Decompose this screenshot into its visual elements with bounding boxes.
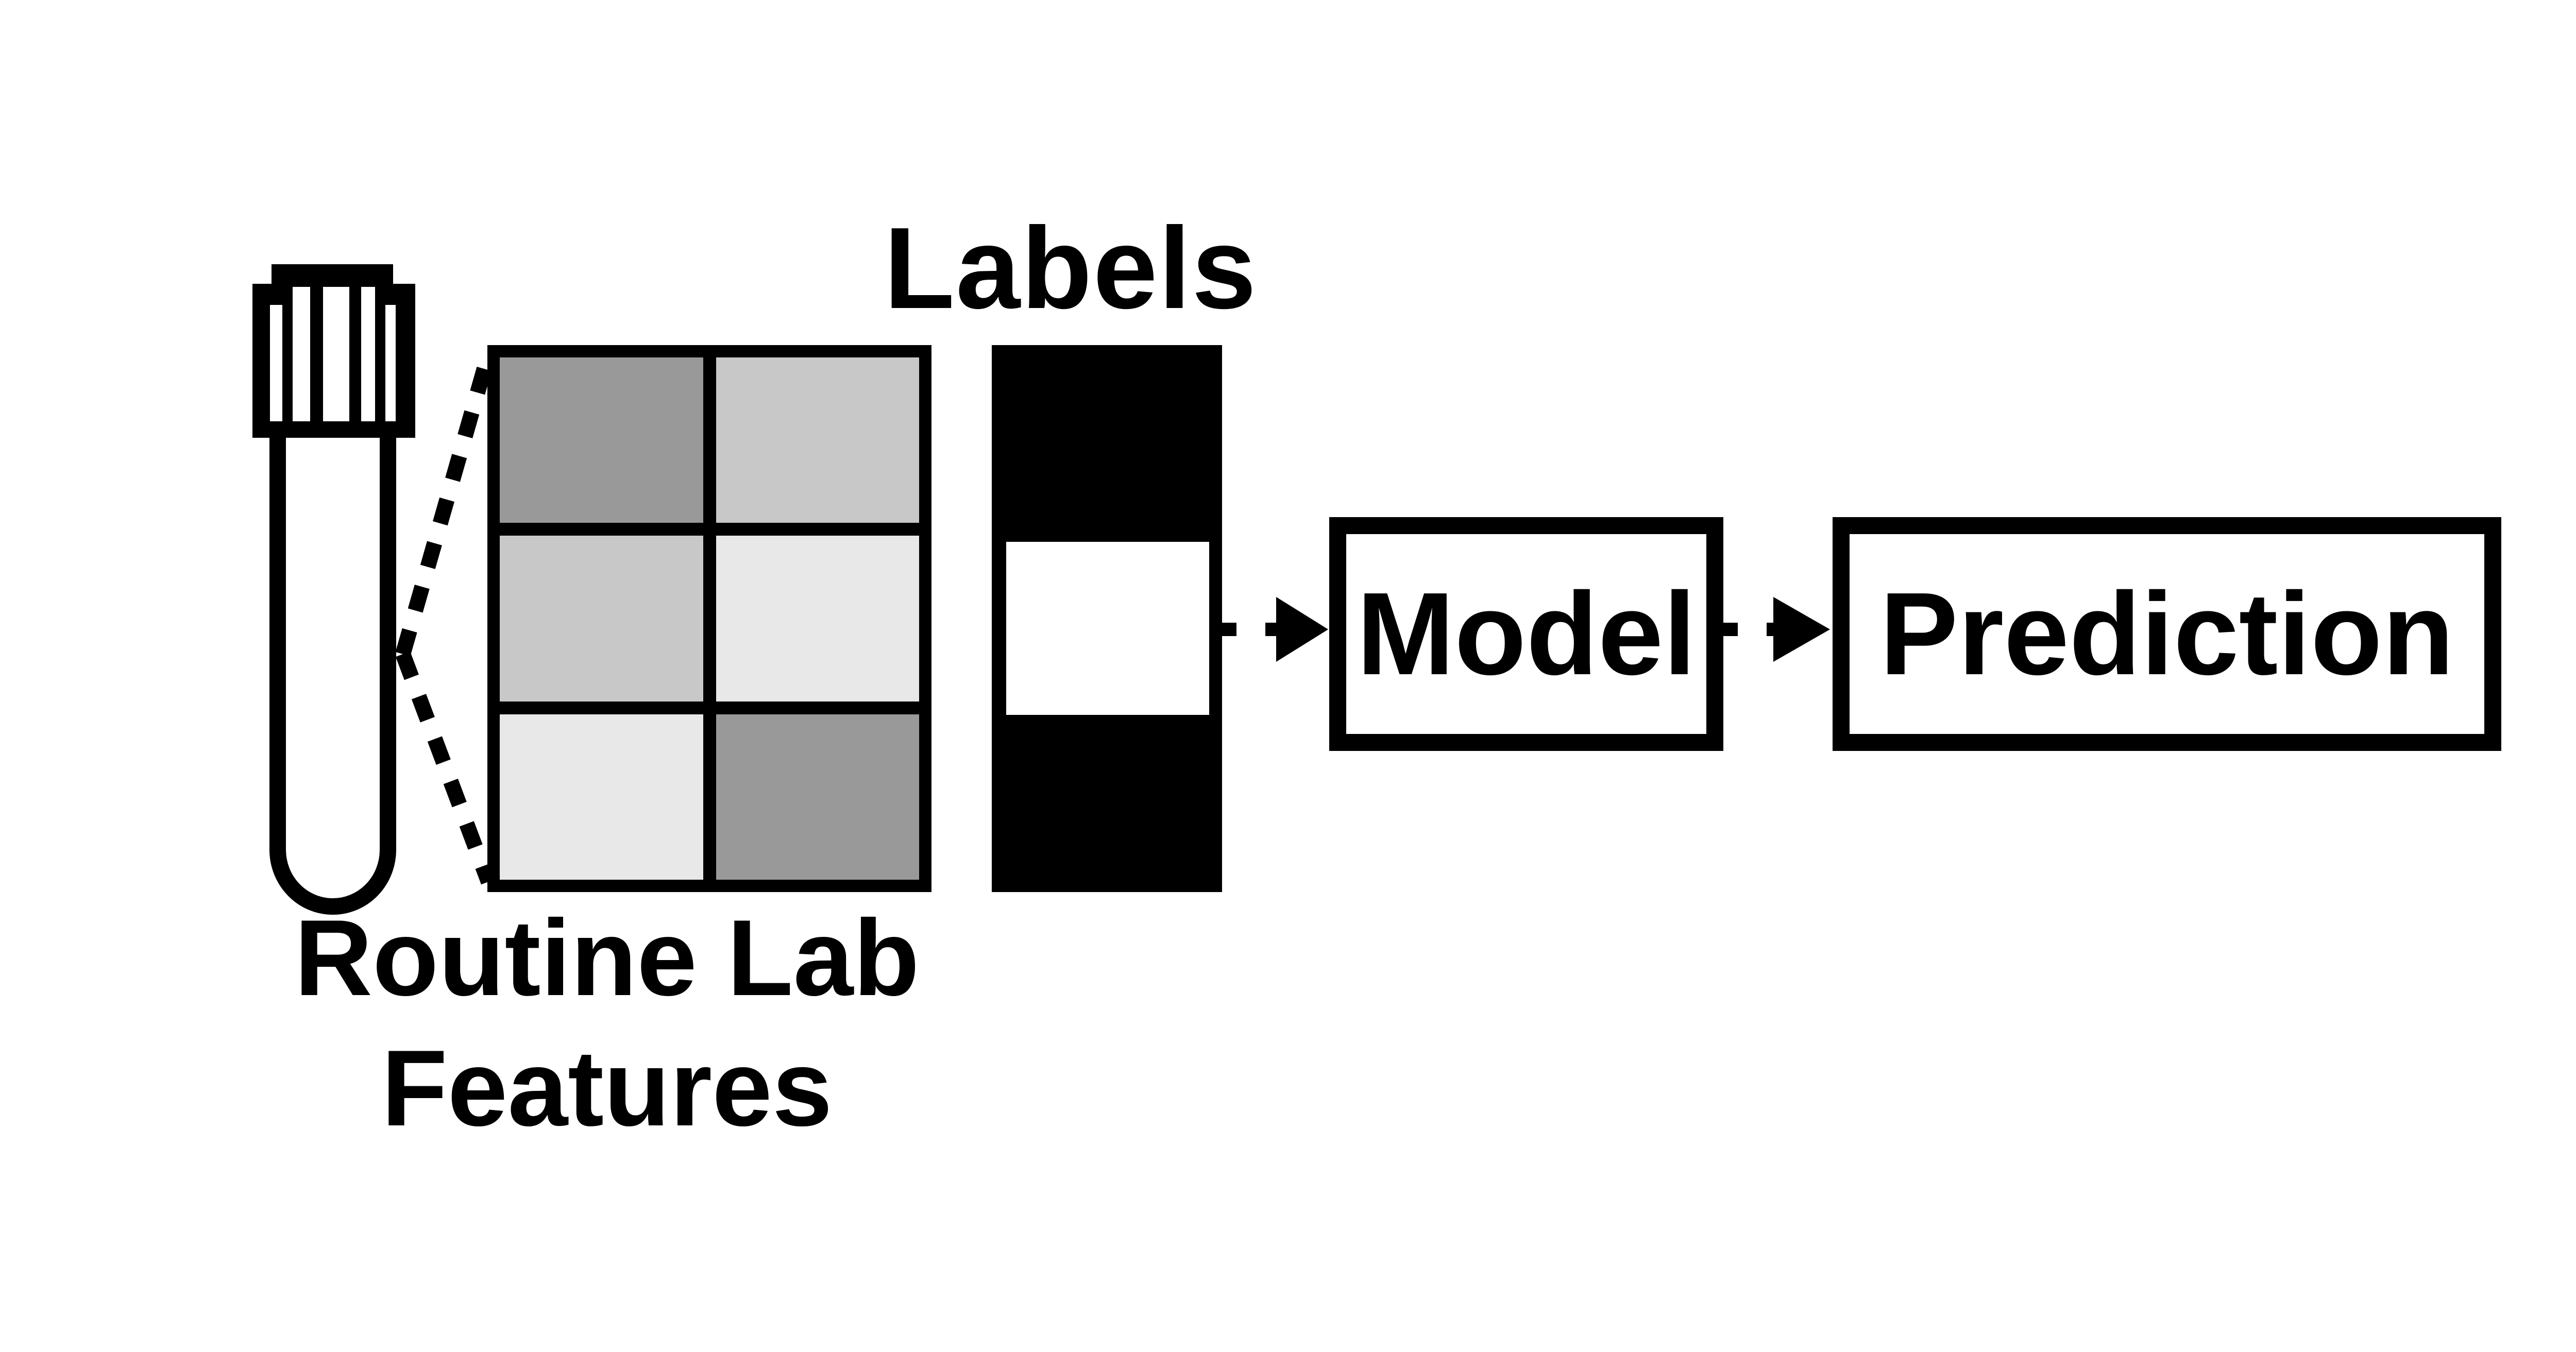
test-tube-icon — [252, 264, 415, 915]
features-caption: Routine Lab Features — [294, 893, 919, 1153]
matrix-cell — [500, 357, 703, 523]
labels-title: Labels — [884, 203, 1258, 333]
test-tube-body — [269, 433, 396, 915]
model-box-label: Model — [1357, 569, 1696, 699]
matrix-cell — [716, 714, 919, 880]
prediction-box-label: Prediction — [1879, 569, 2454, 699]
labels-column — [992, 345, 1222, 892]
label-segment — [1006, 715, 1209, 892]
flow-arrow-model-to-prediction — [1723, 597, 1830, 662]
expansion-dashed-line-bottom — [395, 651, 496, 885]
matrix-cell — [500, 536, 703, 701]
matrix-cell — [716, 536, 919, 701]
expansion-dashed-line-top — [395, 352, 496, 657]
model-box: Model — [1329, 517, 1723, 751]
matrix-cell — [500, 714, 703, 880]
features-caption-line2: Features — [381, 1028, 833, 1149]
label-segment — [1006, 345, 1209, 542]
expansion-dashed-lines — [395, 352, 496, 885]
features-caption-line1: Routine Lab — [294, 897, 920, 1018]
flow-arrow-labels-to-model — [1222, 597, 1328, 662]
right-arrowhead-icon — [1773, 597, 1830, 662]
label-segment — [1006, 542, 1209, 715]
prediction-box: Prediction — [1833, 517, 2501, 751]
test-tube-cap — [252, 264, 415, 438]
feature-matrix — [487, 345, 931, 892]
right-arrowhead-icon — [1276, 597, 1328, 662]
matrix-cell — [716, 357, 919, 523]
